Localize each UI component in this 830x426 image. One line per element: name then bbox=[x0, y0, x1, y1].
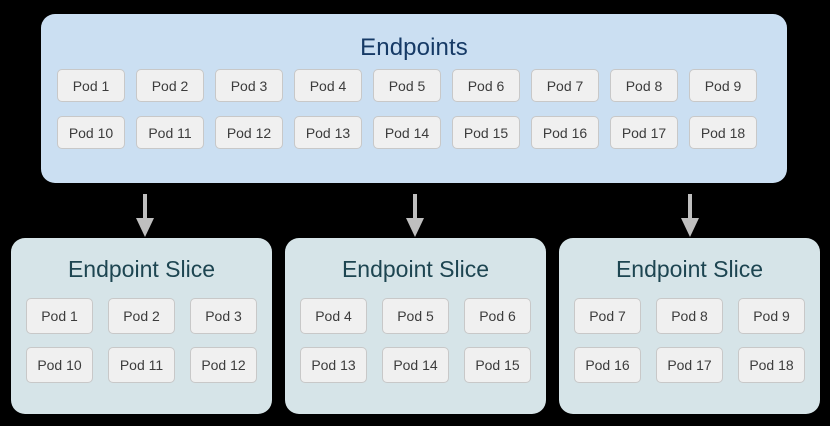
pod-chip[interactable]: Pod 5 bbox=[373, 69, 441, 102]
endpoint-slice-title: Endpoint Slice bbox=[67, 256, 216, 282]
pod-chip[interactable]: Pod 4 bbox=[294, 69, 362, 102]
pod-chip[interactable]: Pod 9 bbox=[689, 69, 757, 102]
pod-chip[interactable]: Pod 13 bbox=[300, 347, 367, 383]
endpoint-slice-pod-row: Pod 13 Pod 14 Pod 15 bbox=[300, 347, 531, 383]
pod-chip[interactable]: Pod 2 bbox=[136, 69, 204, 102]
pod-chip[interactable]: Pod 12 bbox=[215, 116, 283, 149]
pod-chip[interactable]: Pod 2 bbox=[108, 298, 175, 334]
arrow-shaft bbox=[143, 194, 147, 220]
endpoints-container: Endpoints Pod 1 Pod 2 Pod 3 Pod 4 Pod 5 … bbox=[41, 14, 787, 183]
endpoints-pod-row: Pod 1 Pod 2 Pod 3 Pod 4 Pod 5 Pod 6 Pod … bbox=[57, 69, 771, 102]
pod-chip[interactable]: Pod 8 bbox=[610, 69, 678, 102]
endpoint-slice-title: Endpoint Slice bbox=[341, 256, 490, 282]
endpoint-slice-container: Endpoint Slice Pod 4 Pod 5 Pod 6 Pod 13 … bbox=[285, 238, 546, 414]
pod-chip[interactable]: Pod 1 bbox=[26, 298, 93, 334]
pod-chip[interactable]: Pod 18 bbox=[738, 347, 805, 383]
pod-chip[interactable]: Pod 5 bbox=[382, 298, 449, 334]
pod-chip[interactable]: Pod 7 bbox=[574, 298, 641, 334]
endpoint-slice-container: Endpoint Slice Pod 7 Pod 8 Pod 9 Pod 16 … bbox=[559, 238, 820, 414]
arrow-shaft bbox=[413, 194, 417, 220]
pod-chip[interactable]: Pod 17 bbox=[610, 116, 678, 149]
endpoint-slice-pod-grid: Pod 4 Pod 5 Pod 6 Pod 13 Pod 14 Pod 15 bbox=[300, 298, 531, 383]
pod-chip[interactable]: Pod 6 bbox=[452, 69, 520, 102]
pod-chip[interactable]: Pod 10 bbox=[26, 347, 93, 383]
endpoint-slice-pod-grid: Pod 7 Pod 8 Pod 9 Pod 16 Pod 17 Pod 18 bbox=[574, 298, 805, 383]
arrow-shaft bbox=[688, 194, 692, 220]
arrow-down-icon bbox=[134, 194, 156, 237]
endpoint-slice-container: Endpoint Slice Pod 1 Pod 2 Pod 3 Pod 10 … bbox=[11, 238, 272, 414]
pod-chip[interactable]: Pod 11 bbox=[136, 116, 204, 149]
endpoint-slice-pod-row: Pod 7 Pod 8 Pod 9 bbox=[574, 298, 805, 334]
endpoint-slice-pod-row: Pod 4 Pod 5 Pod 6 bbox=[300, 298, 531, 334]
pod-chip[interactable]: Pod 4 bbox=[300, 298, 367, 334]
arrow-head bbox=[406, 218, 424, 237]
pod-chip[interactable]: Pod 6 bbox=[464, 298, 531, 334]
pod-chip[interactable]: Pod 13 bbox=[294, 116, 362, 149]
endpoint-slice-pod-row: Pod 1 Pod 2 Pod 3 bbox=[26, 298, 257, 334]
arrow-down-icon bbox=[404, 194, 426, 237]
arrow-head bbox=[136, 218, 154, 237]
pod-chip[interactable]: Pod 16 bbox=[574, 347, 641, 383]
pod-chip[interactable]: Pod 14 bbox=[373, 116, 441, 149]
endpoint-slice-pod-row: Pod 10 Pod 11 Pod 12 bbox=[26, 347, 257, 383]
endpoints-pod-grid: Pod 1 Pod 2 Pod 3 Pod 4 Pod 5 Pod 6 Pod … bbox=[57, 69, 771, 149]
pod-chip[interactable]: Pod 8 bbox=[656, 298, 723, 334]
pod-chip[interactable]: Pod 11 bbox=[108, 347, 175, 383]
endpoints-pod-row: Pod 10 Pod 11 Pod 12 Pod 13 Pod 14 Pod 1… bbox=[57, 116, 771, 149]
pod-chip[interactable]: Pod 12 bbox=[190, 347, 257, 383]
pod-chip[interactable]: Pod 17 bbox=[656, 347, 723, 383]
pod-chip[interactable]: Pod 3 bbox=[190, 298, 257, 334]
arrow-down-icon bbox=[679, 194, 701, 237]
pod-chip[interactable]: Pod 16 bbox=[531, 116, 599, 149]
endpoints-title: Endpoints bbox=[360, 34, 468, 61]
pod-chip[interactable]: Pod 15 bbox=[452, 116, 520, 149]
pod-chip[interactable]: Pod 10 bbox=[57, 116, 125, 149]
arrow-head bbox=[681, 218, 699, 237]
pod-chip[interactable]: Pod 7 bbox=[531, 69, 599, 102]
pod-chip[interactable]: Pod 1 bbox=[57, 69, 125, 102]
pod-chip[interactable]: Pod 3 bbox=[215, 69, 283, 102]
endpoint-slice-pod-row: Pod 16 Pod 17 Pod 18 bbox=[574, 347, 805, 383]
endpoint-slice-pod-grid: Pod 1 Pod 2 Pod 3 Pod 10 Pod 11 Pod 12 bbox=[26, 298, 257, 383]
pod-chip[interactable]: Pod 9 bbox=[738, 298, 805, 334]
pod-chip[interactable]: Pod 15 bbox=[464, 347, 531, 383]
endpoint-slice-title: Endpoint Slice bbox=[615, 256, 764, 282]
pod-chip[interactable]: Pod 18 bbox=[689, 116, 757, 149]
pod-chip[interactable]: Pod 14 bbox=[382, 347, 449, 383]
